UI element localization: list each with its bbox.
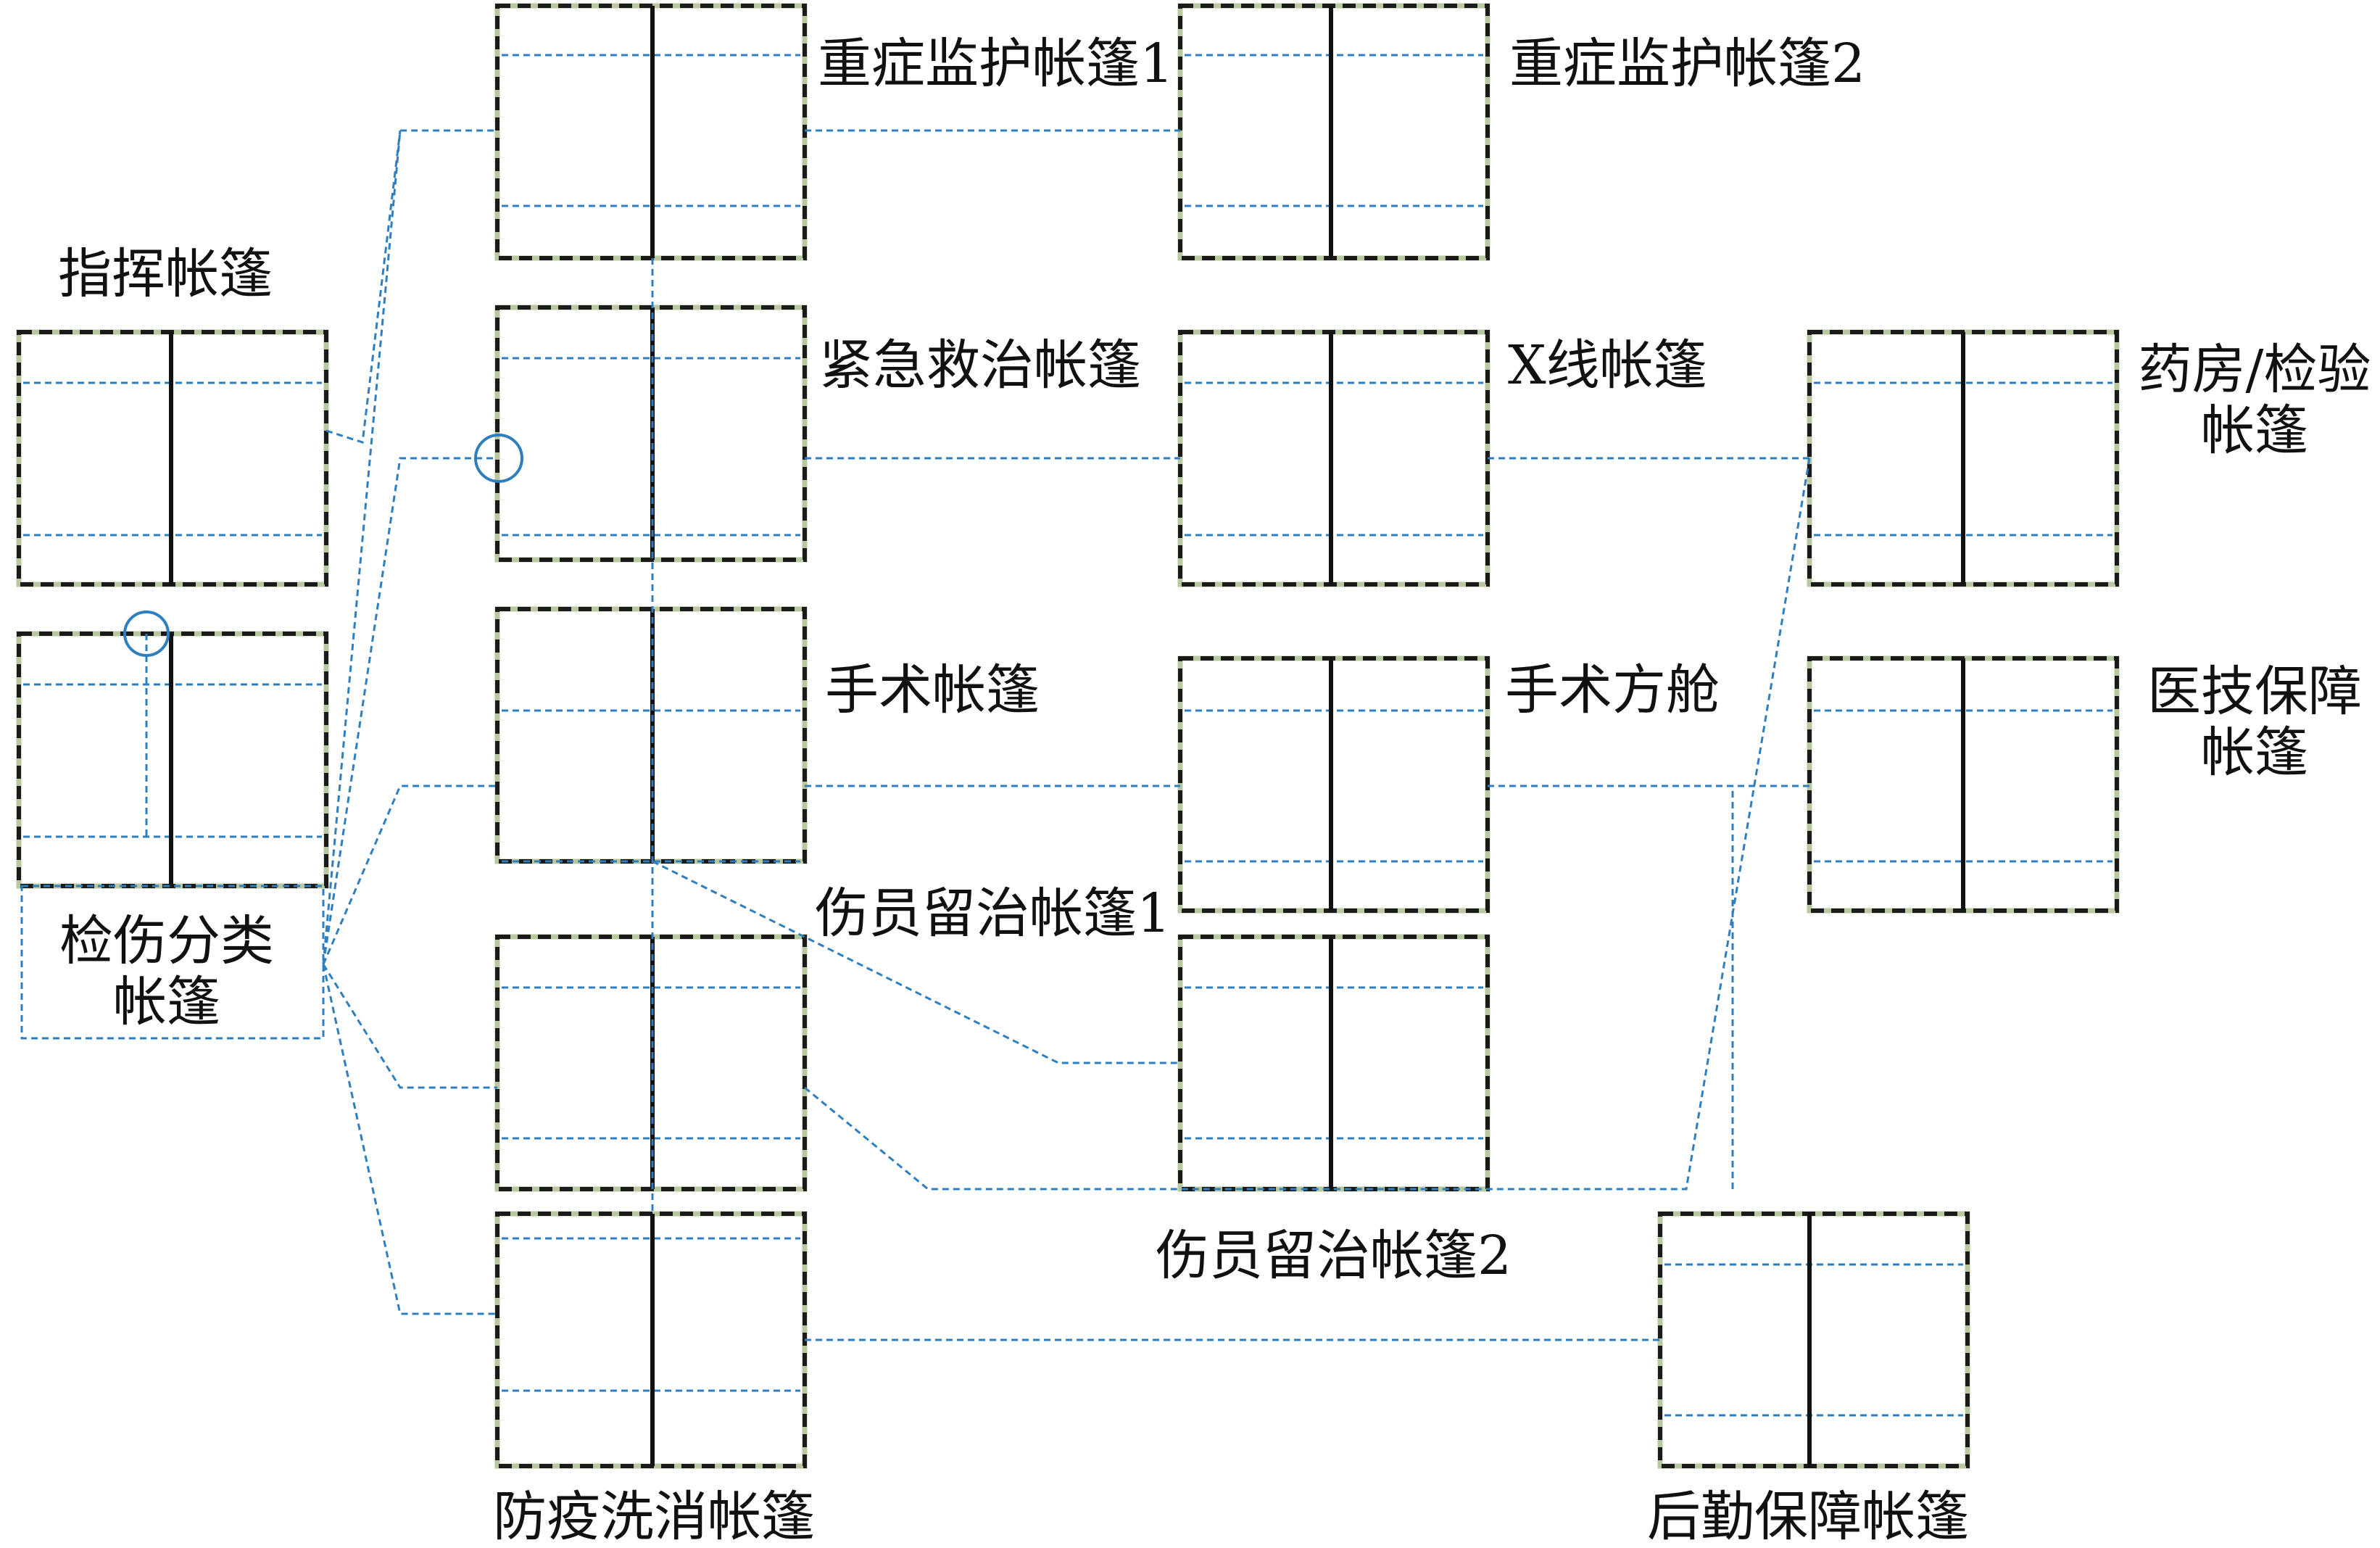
tent-ward-1-edge bbox=[1177, 934, 1490, 1192]
label-ward-tent-2: 伤员留治帐篷2 bbox=[1156, 1225, 1512, 1287]
label-surgery-tent: 手术帐篷 bbox=[825, 659, 1040, 721]
tent-icu-2-outline bbox=[1178, 4, 1490, 260]
label-medtech-line2: 帐篷 bbox=[2201, 721, 2308, 784]
tent-logistics-edge bbox=[1657, 1211, 1970, 1469]
connector-hub-to-emergency bbox=[322, 457, 497, 965]
label-xray-tent: X线帐篷 bbox=[1508, 334, 1707, 397]
label-pharmacy-lab-line1: 药房/检验 bbox=[2138, 339, 2371, 401]
label-ward-tent-1: 伤员留治帐篷1 bbox=[815, 882, 1172, 945]
label-triage-tent: 检伤分类 帐篷 bbox=[43, 911, 290, 1032]
connector-hub-to-decon bbox=[322, 964, 497, 1315]
connector-hub-to-ward-upper bbox=[322, 964, 497, 1089]
connector-surgery-to-ward1 bbox=[652, 860, 1180, 1064]
label-medtech-line1: 医技保障 bbox=[2147, 661, 2362, 723]
label-icu-tent-2: 重症监护帐篷2 bbox=[1509, 33, 1866, 95]
connector-hub-to-icu1 bbox=[322, 129, 497, 965]
label-logistics-tent: 后勤保障帐篷 bbox=[1647, 1486, 1969, 1548]
tent-surgery-cabin-outline bbox=[1178, 656, 1490, 913]
label-medtech-support-tent: 医技保障 帐篷 bbox=[2146, 661, 2363, 783]
triage-tent-surround bbox=[20, 885, 325, 1040]
label-triage-line2: 帐篷 bbox=[113, 971, 220, 1033]
label-pharmacy-lab-tent: 药房/检验 帐篷 bbox=[2131, 339, 2378, 461]
tent-ward-1-outline bbox=[1178, 935, 1490, 1191]
label-emergency-tent: 紧急救治帐篷 bbox=[819, 334, 1141, 397]
tent-logistics-outline bbox=[1658, 1212, 1970, 1468]
triage-marker-circle bbox=[123, 610, 170, 657]
label-pharmacy-lab-line2: 帐篷 bbox=[2201, 400, 2308, 462]
tent-xray-edge bbox=[1177, 329, 1490, 587]
connector-ward-upper-to-ward1-base bbox=[804, 458, 1811, 1191]
tent-xray-outline bbox=[1178, 330, 1490, 587]
connector-command-curve bbox=[326, 130, 402, 444]
connector-hub-to-surgery bbox=[322, 785, 497, 965]
label-surgery-cabin: 手术方舱 bbox=[1505, 659, 1720, 721]
label-icu-tent-1: 重症监护帐篷1 bbox=[818, 33, 1174, 95]
tent-surgery-cabin-edge bbox=[1177, 655, 1490, 914]
label-command-tent: 指挥帐篷 bbox=[58, 243, 273, 305]
label-decontamination-tent: 防疫洗消帐篷 bbox=[493, 1486, 815, 1548]
label-triage-line1: 检伤分类 bbox=[59, 910, 274, 972]
tent-icu-2-edge bbox=[1177, 3, 1490, 261]
